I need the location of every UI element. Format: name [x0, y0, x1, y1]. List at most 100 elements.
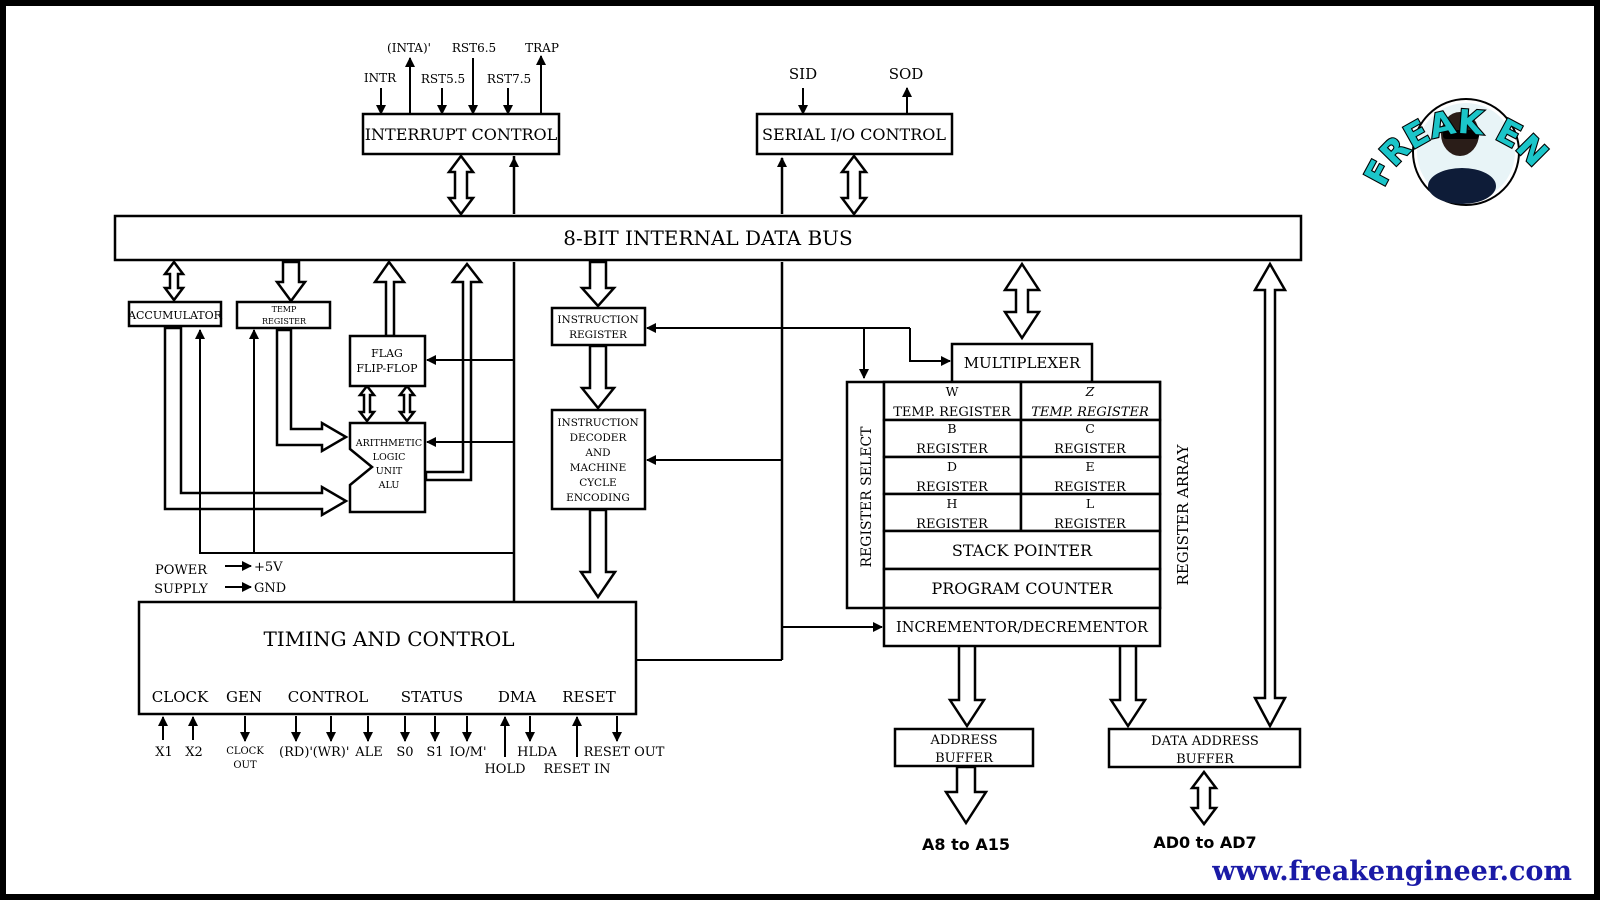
- flag-flipflop-block: FLAG FLIP-FLOP: [348, 334, 427, 388]
- logo-avatar-sunglasses: [1443, 130, 1479, 139]
- pin-sid-label: SID: [789, 65, 817, 83]
- alu-label-3: UNIT: [376, 466, 403, 477]
- bus-to-temp-register-arrow: [274, 260, 308, 304]
- reg-h-label: H: [947, 496, 958, 511]
- freak-engineer-logo: FREAK ENGINEER: [0, 0, 1557, 206]
- control-lines-right: [636, 157, 951, 661]
- alu-to-bus-arrow: [424, 261, 484, 482]
- pin-rst65-label: RST6.5: [452, 41, 496, 55]
- temp-register-label-2: REGISTER: [262, 317, 307, 326]
- reg-z-sub: TEMP. REGISTER: [1031, 405, 1149, 420]
- serial-pins: SID SOD: [789, 65, 924, 115]
- pin-ale-label: ALE: [354, 745, 383, 760]
- decoder-label-1: INSTRUCTION: [557, 417, 638, 429]
- data-buffer-label-1: DATA ADDRESS: [1151, 734, 1259, 749]
- group-control-label: CONTROL: [288, 688, 368, 706]
- serial-bus-double-arrow: [839, 153, 869, 217]
- address-output-label: A8 to A15: [922, 835, 1010, 854]
- vcc-label: +5V: [254, 560, 283, 575]
- address-out-arrow: [943, 765, 989, 826]
- flag-alu-double-arrow-2: [397, 383, 417, 424]
- ir-label-1: INSTRUCTION: [557, 314, 638, 326]
- temp-to-alu-arrow: [275, 328, 349, 454]
- interrupt-control-block: INTERRUPT CONTROL: [361, 112, 561, 156]
- supply-label: SUPPLY: [154, 582, 208, 597]
- flag-label-2: FLIP-FLOP: [356, 362, 418, 375]
- power-supply: POWER SUPPLY +5V GND: [154, 560, 286, 597]
- flag-label-1: FLAG: [371, 347, 403, 360]
- reg-c-sub: REGISTER: [1054, 442, 1127, 457]
- decoder-label-4: MACHINE: [570, 462, 627, 474]
- alu-control-lines: [195, 156, 519, 602]
- pin-inta-label: (INTA)': [387, 41, 431, 55]
- pin-s0-label: S0: [396, 745, 413, 760]
- group-clock-label: CLOCK: [152, 688, 209, 706]
- pin-hold-label: HOLD: [484, 762, 525, 777]
- alu-label-1: ARITHMETIC: [355, 438, 422, 449]
- reg-z-label: Z: [1085, 384, 1095, 399]
- register-select-label: REGISTER SELECT: [859, 426, 875, 568]
- pin-clock-out-label-2: OUT: [233, 760, 257, 771]
- temp-register-label-1: TEMP: [272, 305, 297, 314]
- flag-alu-double-arrow-1: [357, 383, 377, 424]
- pin-sod-label: SOD: [889, 65, 924, 83]
- alu-input-paths: [163, 326, 349, 518]
- temp-register-block: TEMP REGISTER: [235, 300, 332, 330]
- to-address-buffer-arrow: [947, 643, 987, 729]
- power-label: POWER: [155, 563, 208, 578]
- group-dma-label: DMA: [498, 688, 536, 706]
- group-status-label: STATUS: [401, 688, 463, 706]
- pin-rst55-label: RST5.5: [421, 72, 465, 86]
- pin-reset-in-label: RESET IN: [544, 762, 611, 777]
- data-out-double-arrow: [1189, 769, 1219, 827]
- interrupt-control-label: INTERRUPT CONTROL: [365, 125, 558, 144]
- address-buffer-label-1: ADDRESS: [929, 733, 997, 748]
- hollow-arrows: [162, 153, 1288, 827]
- reg-c-label: C: [1085, 421, 1095, 436]
- website-url: www.freakengineer.com: [1211, 856, 1572, 887]
- flag-to-bus-arrow: [372, 259, 407, 338]
- data-buffer-label-2: BUFFER: [1176, 752, 1235, 767]
- internal-data-bus: 8-BIT INTERNAL DATA BUS: [113, 214, 1303, 262]
- reg-l-sub: REGISTER: [1054, 517, 1127, 532]
- multiplexer-block: MULTIPLEXER: [950, 342, 1094, 384]
- pin-intr-label: INTR: [364, 71, 397, 85]
- reg-l-label: L: [1086, 496, 1094, 511]
- interrupt-bus-double-arrow: [446, 153, 476, 217]
- reg-d-label: D: [947, 459, 957, 474]
- data-address-buffer-block: DATA ADDRESS BUFFER: [1107, 727, 1302, 769]
- decoder-label-3: AND: [584, 447, 610, 459]
- pin-rst75-label: RST7.5: [487, 72, 531, 86]
- to-data-buffer-arrow: [1108, 643, 1148, 729]
- data-buffer-bus-double-arrow: [1252, 261, 1288, 729]
- timing-pins: X1 X2 CLOCK OUT (RD)' (WR)' ALE S0 S1 IO…: [155, 716, 665, 777]
- interrupt-pins: INTR (INTA)' RST5.5 RST6.5 RST7.5 TRAP: [364, 41, 559, 115]
- alu-label-4: ALU: [378, 480, 400, 491]
- serial-io-label: SERIAL I/O CONTROL: [762, 125, 946, 144]
- pin-wr-label: (WR)': [313, 745, 350, 760]
- stack-pointer-label: STACK POINTER: [952, 541, 1093, 560]
- incrementor-label: INCREMENTOR/DECREMENTOR: [896, 620, 1149, 636]
- accumulator-label: ACCUMULATOR: [127, 309, 223, 322]
- address-buffer-label-2: BUFFER: [935, 751, 994, 766]
- decoder-to-timing-arrow: [578, 508, 618, 600]
- logo-avatar-body: [1428, 168, 1496, 204]
- program-counter-label: PROGRAM COUNTER: [931, 579, 1113, 598]
- reg-w-label: W: [946, 384, 959, 399]
- multiplexer-label: MULTIPLEXER: [964, 354, 1081, 372]
- ir-to-decoder-arrow: [579, 344, 617, 411]
- reg-d-sub: REGISTER: [916, 480, 989, 495]
- register-array-block: REGISTER SELECT REGISTER ARRAY W TEMP. R…: [845, 380, 1192, 610]
- acc-to-alu-arrow: [163, 326, 349, 518]
- timing-control-label: TIMING AND CONTROL: [263, 627, 514, 651]
- bus-to-instruction-register-arrow: [579, 260, 617, 308]
- data-output-label: AD0 to AD7: [1153, 833, 1256, 852]
- reg-w-sub: TEMP. REGISTER: [893, 405, 1012, 420]
- pin-iom-label: IO/M': [449, 745, 486, 760]
- pin-hlda-label: HLDA: [517, 745, 557, 760]
- instruction-register-block: INSTRUCTION REGISTER: [550, 306, 647, 347]
- accumulator-bus-double-arrow: [162, 259, 186, 303]
- pin-x2-label: X2: [185, 745, 203, 760]
- logo-text-path: FREAK ENGINEER: [0, 0, 1557, 193]
